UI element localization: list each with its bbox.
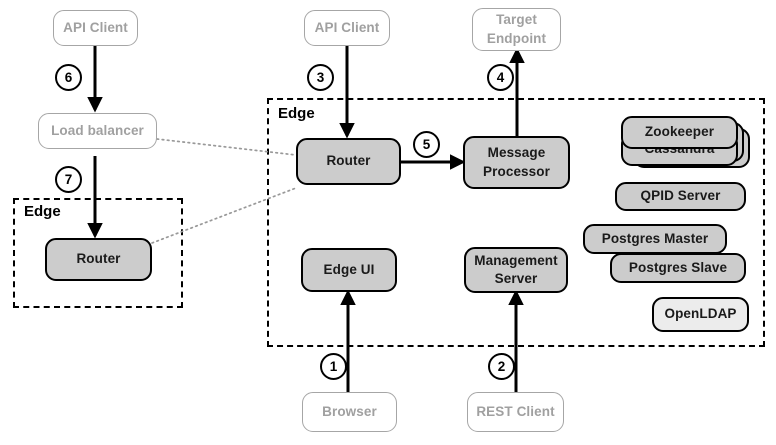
step-badge-7: 7 <box>55 166 82 193</box>
step-badge-3: 3 <box>307 64 334 91</box>
node-router-left[interactable]: Router <box>45 238 152 281</box>
step-badge-5: 5 <box>413 131 440 158</box>
step-badge-1: 1 <box>320 353 347 380</box>
node-qpid-server[interactable]: QPID Server <box>615 182 746 211</box>
node-zookeeper[interactable]: Zookeeper <box>621 116 738 149</box>
node-api-client-left[interactable]: API Client <box>53 10 138 46</box>
node-edge-ui[interactable]: Edge UI <box>301 248 397 292</box>
node-load-balancer[interactable]: Load balancer <box>38 113 157 149</box>
node-rest-client[interactable]: REST Client <box>467 392 564 432</box>
zone-edge-left <box>13 198 183 308</box>
step-badge-2: 2 <box>488 353 515 380</box>
zone-edge-main-label: Edge <box>278 105 315 122</box>
zone-edge-left-label: Edge <box>24 203 61 220</box>
step-badge-6: 6 <box>55 64 82 91</box>
node-openldap[interactable]: OpenLDAP <box>652 297 749 332</box>
node-api-client-middle[interactable]: API Client <box>304 10 390 46</box>
node-browser[interactable]: Browser <box>302 392 397 432</box>
node-management-server[interactable]: Management Server <box>464 247 568 293</box>
step-badge-4: 4 <box>487 64 514 91</box>
node-message-processor[interactable]: Message Processor <box>463 136 570 189</box>
node-router-main[interactable]: Router <box>296 138 401 185</box>
node-target-endpoint[interactable]: Target Endpoint <box>472 8 561 51</box>
node-postgres-master[interactable]: Postgres Master <box>583 224 727 254</box>
node-postgres-slave[interactable]: Postgres Slave <box>610 253 746 283</box>
